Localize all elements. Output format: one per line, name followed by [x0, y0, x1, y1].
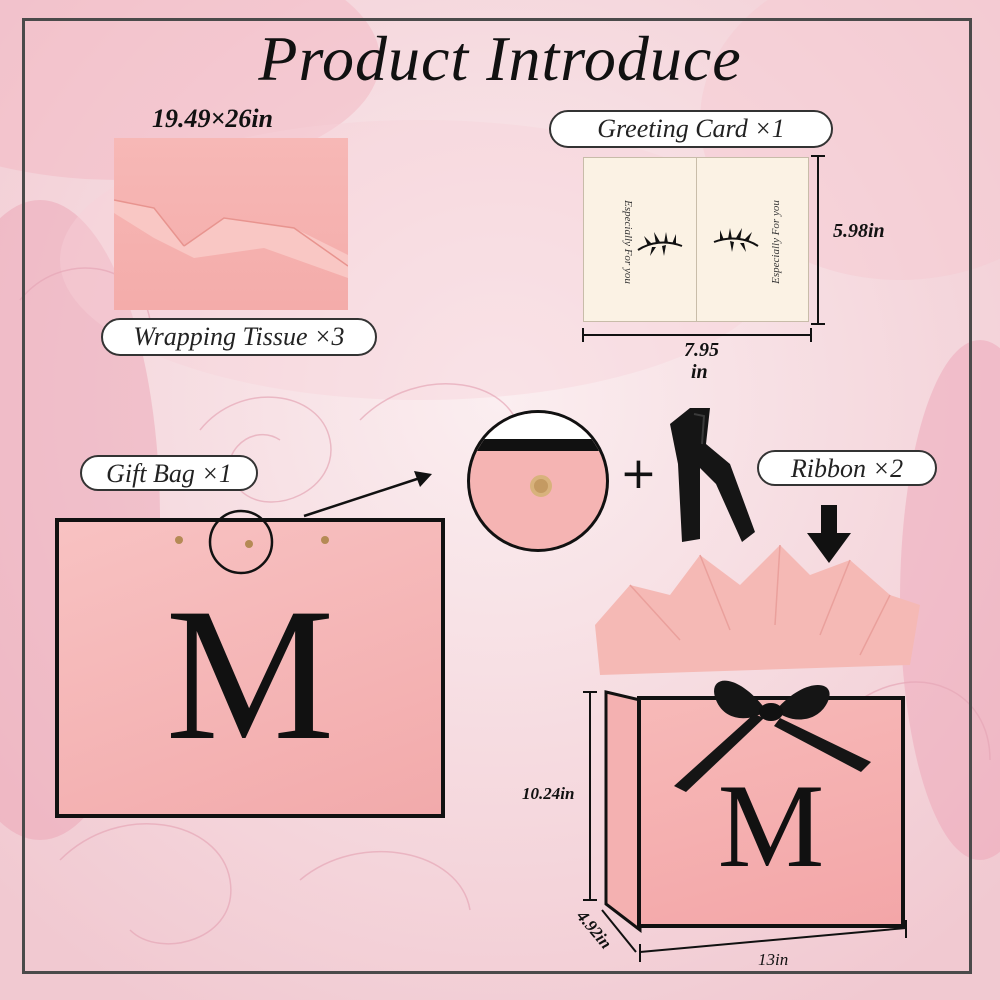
assembled-bag-tissue: [595, 545, 920, 675]
content-frame: [22, 18, 972, 974]
gift-bag-flat-image: M: [55, 518, 445, 818]
assembled-bag-side: [604, 690, 642, 934]
card-width-dimension-line: [582, 328, 812, 342]
gift-bag-monogram: M: [165, 570, 335, 780]
gift-bag-label: Gift Bag ×1: [80, 455, 258, 491]
bag-width-label: 13in: [758, 950, 789, 969]
ribbon-image: [670, 408, 755, 542]
zoom-black-edge: [470, 439, 606, 451]
bag-height-label: 10.24in: [522, 784, 575, 803]
card-height-label: 5.98in: [833, 220, 885, 242]
assembled-bag-front: M: [637, 696, 905, 928]
eyelet-icon: [321, 536, 329, 544]
ribbon-label: Ribbon ×2: [757, 450, 937, 486]
wrapping-tissue-image: [113, 138, 364, 310]
wrapping-tissue-label: Wrapping Tissue ×3: [101, 318, 377, 356]
eyelet-zoom-detail: [467, 410, 609, 552]
eyelet-icon: [530, 475, 552, 497]
tissue-size-label: 19.49×26in: [152, 104, 273, 133]
assembled-bag-monogram: M: [717, 759, 825, 892]
bow-icon: [674, 680, 871, 792]
eyelet-icon: [245, 540, 253, 548]
card-fold-line: [696, 158, 697, 321]
leaf-icon: [637, 232, 683, 256]
greeting-card-label: Greeting Card ×1: [549, 110, 833, 148]
tissue-fold-icon: [113, 199, 364, 278]
card-text-left: Especially For you: [621, 200, 634, 284]
card-height-dimension-line: [811, 155, 825, 325]
zoom-ring-and-arrow: [208, 471, 432, 575]
leaf-icon: [713, 228, 759, 252]
page-title: Product Introduce: [258, 23, 742, 94]
greeting-card-image: Especially For you Especially For you: [583, 157, 809, 322]
arrow-down-icon: [807, 505, 851, 563]
card-text-right: Especially For you: [769, 200, 782, 284]
card-width-unit: in: [691, 361, 708, 383]
plus-sign: +: [620, 448, 657, 499]
eyelet-icon: [175, 536, 183, 544]
bag-dimension-lines: [583, 691, 907, 962]
card-width-value: 7.95: [684, 339, 719, 361]
